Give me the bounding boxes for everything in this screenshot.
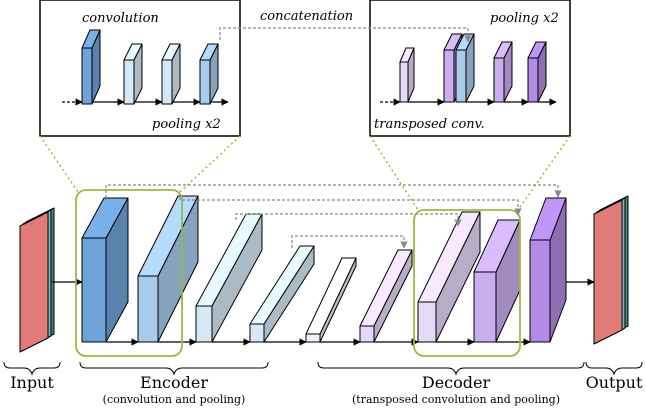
output-image-stack <box>593 195 629 345</box>
decoder-label: Decoder <box>422 373 491 392</box>
bottleneck-block <box>305 257 357 343</box>
inset-encoder-detail: convolution pooling x2 <box>39 0 241 137</box>
inset-conv-block-1 <box>81 29 101 105</box>
decoder-block-4 <box>529 197 567 343</box>
decoder-block-2 <box>417 211 481 343</box>
encoder-block-4 <box>249 245 315 343</box>
decoder-block-3 <box>473 219 521 343</box>
zoom-connectors <box>39 135 571 211</box>
encoder-block-3 <box>195 213 263 343</box>
inset-concat-block <box>455 33 475 103</box>
skip-connection-2 <box>179 197 522 216</box>
pooling-label-left: pooling x2 <box>152 117 221 132</box>
section-braces <box>3 361 643 376</box>
encoder-label: Encoder <box>140 373 208 392</box>
inset-concat-arrow <box>219 27 472 43</box>
encoder-highlight-frame <box>75 189 183 357</box>
skip-connection-3 <box>235 213 462 227</box>
decoder-sublabel: (transposed convolution and pooling) <box>352 393 560 406</box>
input-image-stack <box>19 207 55 353</box>
pooling-label-right: pooling x2 <box>490 11 559 26</box>
decoder-highlight-frame <box>413 209 521 357</box>
skip-connections <box>105 184 562 249</box>
encoder-block-1 <box>81 197 129 343</box>
output-label: Output <box>586 373 643 392</box>
input-layer <box>19 211 49 353</box>
output-layer <box>593 199 623 345</box>
inset-conv-block-2 <box>123 43 143 105</box>
inset-conv-block-3 <box>161 43 181 105</box>
concatenation-label: concatenation <box>260 9 353 24</box>
inset-tconv-block-3 <box>493 41 513 103</box>
decoder-block-1 <box>359 249 413 343</box>
transposed-conv-label: transposed conv. <box>374 117 485 132</box>
encoder-sublabel: (convolution and pooling) <box>103 393 246 406</box>
inset-tconv-block-1 <box>399 47 415 103</box>
skip-connection-1 <box>105 184 562 198</box>
input-label: Input <box>10 373 54 392</box>
network-blocks <box>19 195 629 353</box>
encoder-block-2 <box>137 195 199 343</box>
convolution-label: convolution <box>82 11 159 26</box>
inset-conv-block-4 <box>199 43 219 105</box>
inset-decoder-detail: pooling x2 transposed conv. <box>369 0 571 137</box>
skip-connection-4 <box>291 235 408 249</box>
